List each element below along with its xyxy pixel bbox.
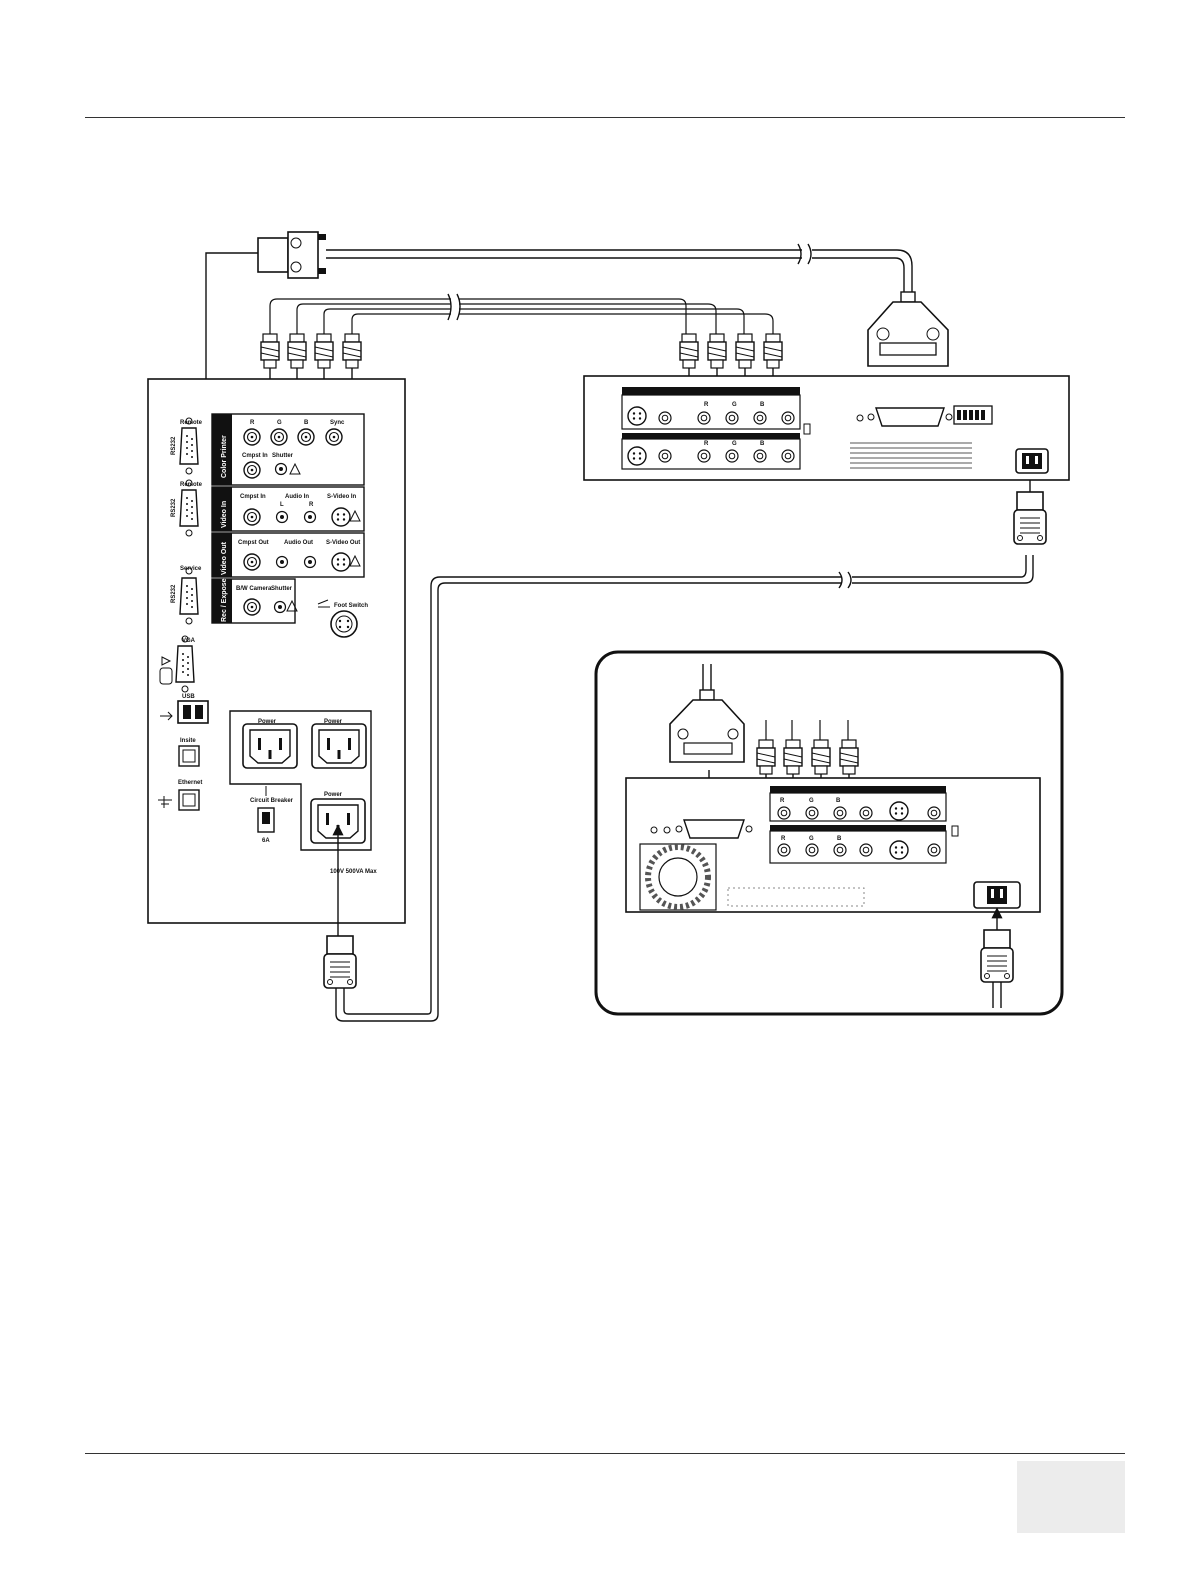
power-2-label: Power bbox=[324, 719, 343, 725]
vo-cmpst-out-label: Cmpst Out bbox=[238, 540, 269, 546]
pa-b-label: B bbox=[760, 402, 765, 408]
breaker-rating-label: 6A bbox=[262, 838, 270, 844]
network-icon bbox=[158, 796, 172, 808]
console-rear-panel: Remote RS232 Remote RS232 Service RS232 … bbox=[147, 378, 406, 924]
power-1-label: Power bbox=[258, 719, 277, 725]
cp-shutter-label: Shutter bbox=[272, 453, 294, 459]
rs232-2-label: RS232 bbox=[171, 498, 177, 517]
cp-cmpst-in-label: Cmpst In bbox=[242, 453, 268, 459]
video-out-section: Video Out bbox=[221, 541, 228, 575]
printer-a-dsub-port bbox=[875, 407, 945, 427]
power-outlet-1 bbox=[242, 723, 298, 769]
header-rule bbox=[85, 117, 1125, 118]
monitor-icon bbox=[161, 656, 172, 666]
vo-audio-out-label: Audio Out bbox=[284, 540, 313, 546]
video-in-section: Video In bbox=[221, 501, 228, 528]
pb-g2-label: G bbox=[809, 836, 814, 842]
foot-switch-port bbox=[330, 610, 358, 638]
rec-expose-section: Rec / Expose bbox=[221, 578, 228, 622]
pa-r2-label: R bbox=[704, 441, 709, 447]
vo-s-video-out-label: S-Video Out bbox=[326, 540, 360, 546]
warning-icon bbox=[289, 462, 301, 475]
foot-switch-label: Foot Switch bbox=[334, 603, 368, 609]
usb-label: USB bbox=[182, 694, 195, 700]
color-printer-section: Color Printer bbox=[221, 435, 228, 478]
vi-r-label: R bbox=[309, 502, 314, 508]
rs232-1-label: RS232 bbox=[171, 436, 177, 455]
pb-b2-label: B bbox=[837, 836, 842, 842]
circuit-breaker-label: Circuit Breaker bbox=[250, 798, 294, 804]
printer-a-rear: R G B R G B bbox=[583, 375, 1070, 481]
pa-g2-label: G bbox=[732, 441, 737, 447]
rs232-3-label: RS232 bbox=[171, 584, 177, 603]
power-outlet-2 bbox=[311, 723, 367, 769]
pb-r2-label: R bbox=[781, 836, 786, 842]
pa-g-label: G bbox=[732, 402, 737, 408]
cp-g-label: G bbox=[277, 420, 282, 426]
vi-s-video-in-label: S-Video In bbox=[327, 494, 357, 500]
pb-b-label: B bbox=[836, 798, 841, 804]
cp-b-label: B bbox=[304, 420, 309, 426]
re-shutter-label: Shutter bbox=[271, 586, 293, 592]
pb-r-label: R bbox=[780, 798, 785, 804]
pb-g-label: G bbox=[809, 798, 814, 804]
usb-port bbox=[177, 700, 209, 724]
pa-b2-label: B bbox=[760, 441, 765, 447]
power-rating-label: 100V 500VA Max bbox=[330, 869, 377, 875]
vi-cmpst-in-label: Cmpst In bbox=[240, 494, 266, 500]
insite-port bbox=[178, 745, 200, 767]
printer-b-dsub-port bbox=[683, 819, 745, 839]
re-bw-camera-label: B/W Camera bbox=[236, 586, 272, 592]
power-cord bbox=[323, 465, 1047, 1022]
cp-sync-label: Sync bbox=[330, 420, 345, 426]
footer-rule bbox=[85, 1453, 1125, 1454]
vi-l-label: L bbox=[280, 502, 284, 508]
vga-label: VGA bbox=[182, 638, 196, 644]
usb-icon bbox=[160, 711, 173, 721]
ethernet-label: Ethernet bbox=[178, 780, 202, 786]
ethernet-port bbox=[178, 789, 200, 811]
printer-b-inset: R G B R G B bbox=[594, 650, 1064, 1016]
foot-switch-icon bbox=[317, 599, 330, 608]
page-number-box bbox=[1017, 1461, 1125, 1533]
vi-audio-in-label: Audio In bbox=[285, 494, 309, 500]
insite-label: Insite bbox=[180, 738, 196, 744]
power-3-label: Power bbox=[324, 792, 343, 798]
cp-r-label: R bbox=[250, 420, 255, 426]
serial-cable bbox=[200, 231, 949, 455]
pa-r-label: R bbox=[704, 402, 709, 408]
